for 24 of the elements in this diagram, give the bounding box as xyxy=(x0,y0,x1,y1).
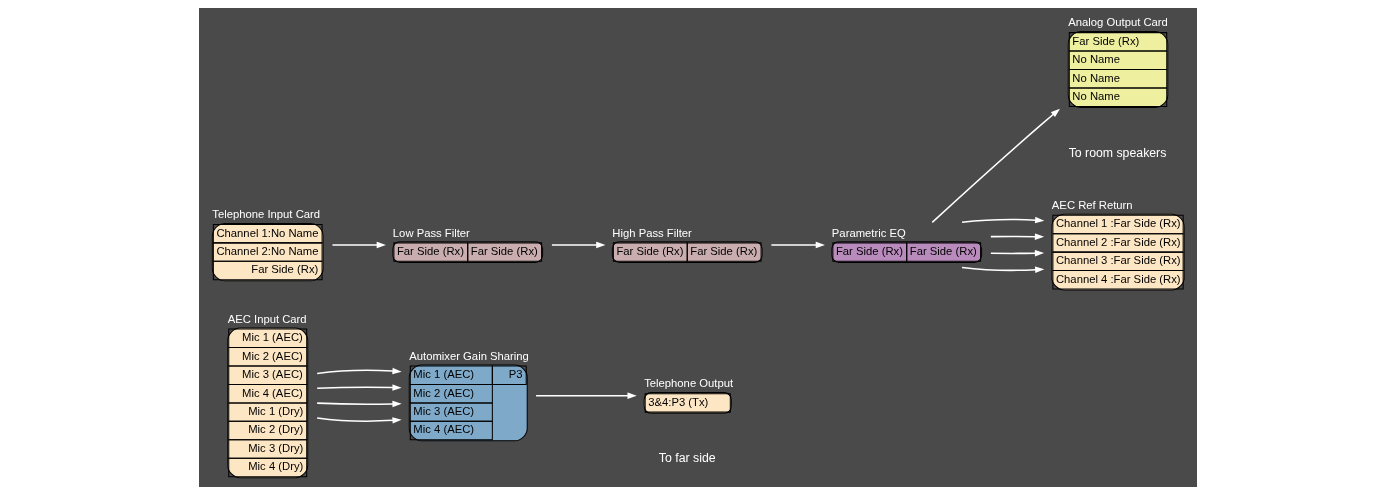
node-label: Telephone Output xyxy=(644,377,734,390)
arrow xyxy=(331,241,386,249)
arrow xyxy=(316,367,402,375)
arrow xyxy=(535,392,637,399)
arrow xyxy=(316,400,402,408)
node-label: AEC Ref Return xyxy=(1051,198,1133,211)
node-label: To far side xyxy=(658,451,716,466)
arrow xyxy=(990,233,1045,240)
arrow xyxy=(931,108,1060,224)
node-label: Low Pass Filter xyxy=(392,226,470,239)
node-label: Telephone Input Card xyxy=(212,208,321,221)
arrow xyxy=(316,384,402,391)
arrow xyxy=(316,417,402,424)
arrow xyxy=(961,266,1045,273)
arrow xyxy=(770,241,825,249)
node-label: To room speakers xyxy=(1068,145,1167,160)
arrow xyxy=(990,249,1045,257)
node-label: AEC Input Card xyxy=(227,312,307,325)
node-label: Parametric EQ xyxy=(831,226,906,239)
node-label: Analog Output Card xyxy=(1068,16,1168,29)
arrow xyxy=(551,241,606,249)
arrow xyxy=(961,216,1045,224)
node-label: Automixer Gain Sharing xyxy=(409,349,529,362)
node-label: High Pass Filter xyxy=(612,226,692,239)
